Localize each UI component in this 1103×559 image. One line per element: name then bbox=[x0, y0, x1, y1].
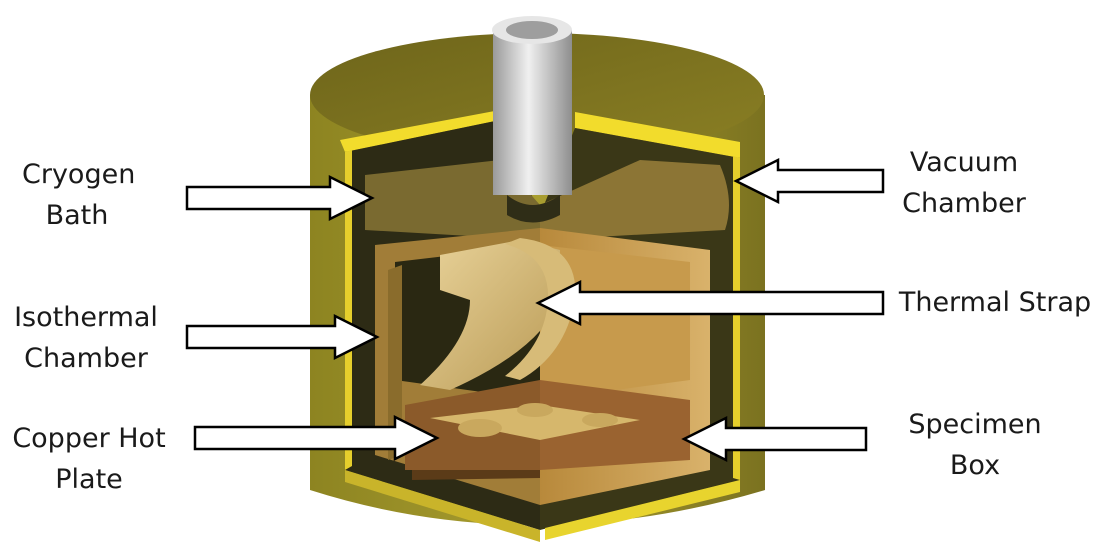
central-tube bbox=[492, 16, 572, 223]
label-specimen-box: Specimen Box bbox=[900, 404, 1050, 486]
label-vacuum-chamber: Vacuum Chamber bbox=[894, 142, 1034, 224]
arrow-isothermal-chamber bbox=[187, 316, 377, 358]
arrow-specimen-box bbox=[684, 418, 866, 460]
label-isothermal-chamber: Isothermal Chamber bbox=[6, 297, 166, 379]
arrow-cryogen-bath bbox=[187, 177, 372, 219]
label-thermal-strap: Thermal Strap bbox=[892, 282, 1098, 323]
label-cryogen-bath: Cryogen Bath bbox=[22, 154, 132, 236]
label-copper-hot-plate: Copper Hot Plate bbox=[4, 418, 174, 500]
